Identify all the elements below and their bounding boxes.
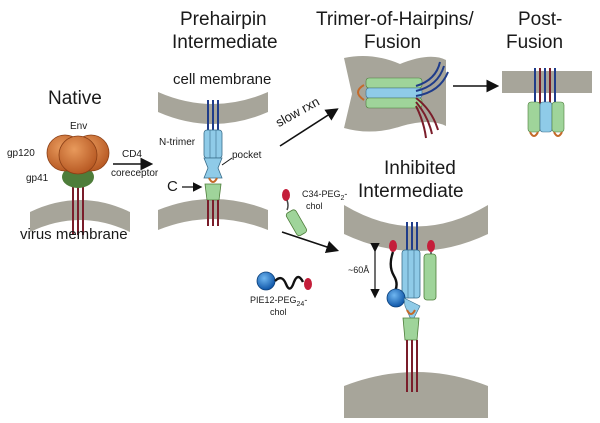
virus-membrane-native: [30, 200, 130, 232]
label-cd4: CD4: [121, 149, 142, 160]
slow-rxn-arrow: [279, 108, 339, 147]
pie12-peg-chol: [256, 271, 312, 291]
prehairpin-red-strands: [207, 200, 219, 226]
virus-membrane-inhibited: [344, 372, 488, 418]
tof-helices: [365, 77, 423, 109]
heading-postfusion-2: Fusion: [506, 32, 564, 53]
label-virus-membrane: virus membrane: [20, 226, 128, 243]
label-distance: ~60Å: [348, 265, 370, 275]
inhibited-blue-strands: [406, 222, 418, 250]
label-coreceptor: coreceptor: [111, 168, 159, 179]
postfusion-membrane: [502, 71, 592, 93]
inhibited-red-strands: [406, 340, 418, 392]
c34-peg-chol: [282, 189, 307, 237]
label-gp120: gp120: [7, 148, 35, 159]
heading-prehairpin-2: Intermediate: [172, 32, 278, 53]
heading-inhibited-2: Intermediate: [358, 181, 464, 202]
label-gp41: gp41: [26, 173, 49, 184]
n-trimer: [203, 129, 223, 159]
inhibitor-arrow: [281, 231, 340, 254]
label-pie12-chol: chol: [270, 307, 287, 317]
pie12-bound: [386, 288, 406, 308]
prehairpin-blue-strands: [207, 100, 219, 132]
chol-left: [389, 240, 397, 252]
label-env: Env: [70, 121, 88, 132]
label-c: C: [167, 178, 178, 195]
label-c34-sub: 2: [340, 194, 345, 202]
label-n-trimer: N-trimer: [159, 137, 196, 148]
postfusion-helix-mid: [539, 101, 553, 133]
postfusion-helix-right: [551, 101, 565, 133]
c-peptide-inhibited: [402, 317, 420, 341]
inhibited-linker: [406, 309, 416, 315]
c34-bound: [423, 253, 437, 301]
label-c34: C34-PEG2-: [302, 189, 348, 202]
heading-prehairpin-1: Prehairpin: [180, 9, 267, 30]
chol-right: [427, 240, 435, 252]
label-pie12-sub: 24: [296, 300, 305, 308]
pocket-pointer: [221, 157, 233, 166]
n-trimer-inhibited: [401, 249, 421, 299]
gp120-center: [58, 135, 98, 175]
heading-trimer-2: Fusion: [364, 32, 422, 53]
label-pie12: PIE12-PEG24-: [250, 295, 308, 308]
heading-postfusion-1: Post-: [518, 9, 563, 30]
label-c34-chol: chol: [306, 201, 323, 211]
heading-inhibited-1: Inhibited: [384, 158, 456, 179]
label-cell-membrane: cell membrane: [173, 71, 272, 88]
postfusion-helix-left: [527, 101, 541, 133]
prehairpin-linker: [208, 177, 218, 183]
heading-native: Native: [48, 88, 102, 109]
pocket: [203, 157, 223, 179]
c-peptide: [204, 183, 222, 201]
label-pocket: pocket: [232, 150, 262, 161]
heading-trimer-1: Trimer-of-Hairpins/: [316, 9, 474, 30]
